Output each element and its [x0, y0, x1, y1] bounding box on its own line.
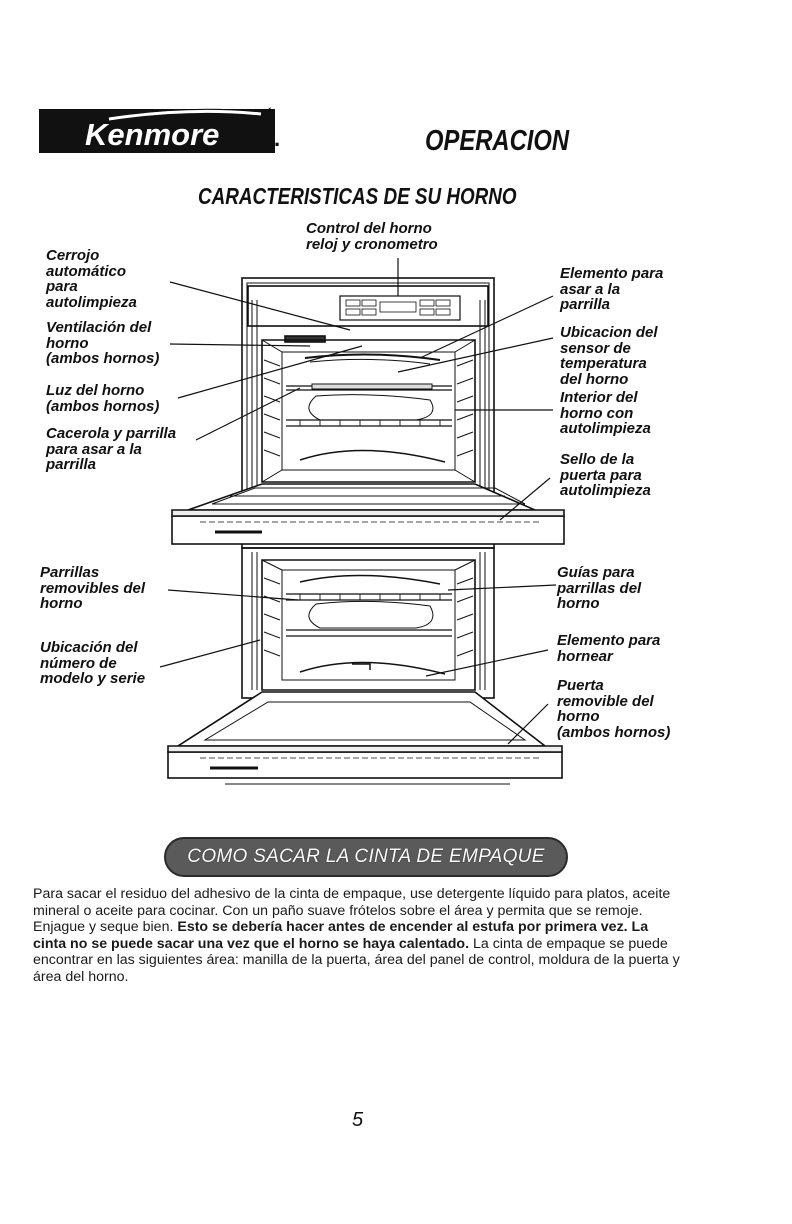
banner-text: COMO SACAR LA CINTA DE EMPAQUE	[187, 846, 545, 867]
logo-dot: .	[274, 126, 281, 151]
upper-door	[171, 515, 565, 545]
label-oven-light: Luz del horno(ambos hornos)	[46, 382, 160, 415]
lower-cavity	[261, 559, 476, 691]
para-text-2: La cinta de empaque se puede encontrar e…	[33, 935, 680, 985]
kenmore-logo: Kenmore	[39, 107, 275, 153]
page-number: 5	[352, 1109, 364, 1131]
para-text-1: Para sacar el residuo del adhesivo de la…	[33, 886, 671, 936]
section-banner: COMO SACAR LA CINTA DE EMPAQUE	[164, 837, 568, 877]
instructions-paragraph: Para sacar el residuo del adhesivo de la…	[33, 886, 683, 986]
upper-cavity	[261, 339, 476, 483]
lower-door	[167, 751, 563, 779]
control-display	[339, 295, 461, 321]
para-text-bold: Esto se debería hacer antes de encender …	[33, 919, 649, 952]
vent-slot	[284, 335, 326, 343]
logo-wordmark: Kenmore	[85, 117, 219, 152]
page-title: CARACTERISTICAS DE SU HORNO	[198, 183, 517, 209]
section-title: OPERACION	[425, 125, 570, 157]
